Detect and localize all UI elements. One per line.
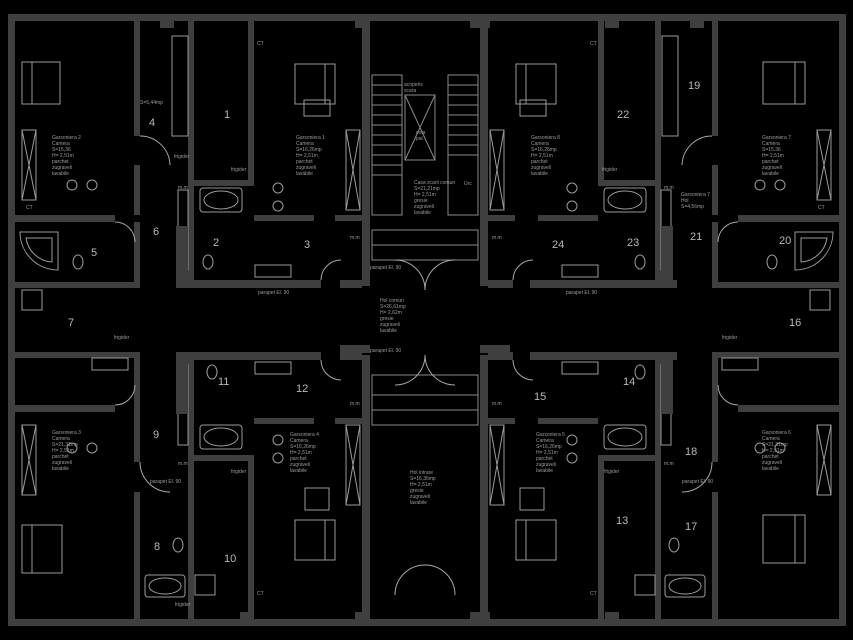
urc-tag: Urc [464,181,472,187]
room-number-22: 22 [617,109,630,121]
room-number-13: 13 [616,515,629,527]
room-number-12: 12 [296,383,309,395]
room-number-14: 14 [623,376,636,388]
room-number-23: 23 [627,237,640,249]
parapet-tag: parapet El. 90 [682,479,714,485]
frigider-tag: frigider [231,469,247,475]
core-walls [340,21,510,620]
parapet-tag: parapet El. 90 [566,290,598,296]
room-number-2: 2 [213,237,220,249]
room-number-5: 5 [91,247,98,259]
note-garsoniera-6: Garsoniera 6 Camera S=21,31mp H= 2,51m p… [762,430,791,472]
mm-tag: m.m [178,185,188,191]
note-casa-scarii: Casa scarii comun S=21,21mp H= 2,51m gre… [414,180,456,216]
parapet-tag: parapet El. 90 [150,479,182,485]
mm-tag: m.m [350,235,360,241]
note-garsoniera-2: Garsoniera 2 Camera S=15,36 H= 2,51m par… [52,135,81,177]
ct-tag: CT [257,41,264,47]
room-number-20: 20 [779,235,792,247]
frigider-tag: frigider [602,167,618,173]
note-garsoniera-7: Garsoniera 7 Camera S=15,36 H= 2,51m par… [762,135,791,177]
ct-tag: CT [818,205,825,211]
frigider-tag: frigider [174,154,190,160]
room-number-15: 15 [534,391,547,403]
cabinets [21,35,832,596]
note-hol-4: S=5,44mp [140,100,163,106]
room-number-6: 6 [153,226,160,238]
ct-tag: CT [26,205,33,211]
note-garsoniera-4: Garsoniera 4 Camera S=16,26mp H= 2,51m p… [290,432,319,474]
room-number-10: 10 [224,553,237,565]
parapet-tag: parapet El. 90 [370,265,402,271]
mm-tag: m.m [664,185,674,191]
bathtubs [19,187,834,598]
note-garsoniera-5: Garsoniera 5 Camera S=16,26mp H= 2,51m p… [536,432,565,474]
room-number-21: 21 [690,231,703,243]
parapet-tag: parapet El. 90 [370,348,402,354]
room-number-16: 16 [789,317,802,329]
room-number-17: 17 [685,521,698,533]
room-number-1: 1 [224,109,231,121]
mm-tag: m.m [492,235,502,241]
ct-tag: CT [590,41,597,47]
note-garsoniera-3: Garsoniera 3 Camera S=21,31mp H= 2,51m p… [52,430,81,472]
sanitary-fixtures [66,179,786,553]
room-number-19: 19 [688,80,701,92]
mm-tag: m.m [350,401,360,407]
room-number-4: 4 [149,117,156,129]
room-number-18: 18 [685,446,698,458]
frigider-tag: frigider [722,335,738,341]
note-hol-comun: Hol comun S=26,61mp H= 2,62m gresie zugr… [380,298,406,334]
note-hol-intrare: Hol intrare S=16,36mp H= 2,51m gresie zu… [410,470,436,506]
room-number-3: 3 [304,239,311,251]
interior-walls-upper [15,21,839,288]
note-hol-7: Garsoniera 7 Hol S=4,56mp [681,192,710,210]
stair-flights [371,74,479,426]
frigider-tag: frigider [114,335,130,341]
interior-walls-lower [15,352,839,620]
note-garsoniera-1: Garsoniera 1 Camera S=16,26mp H= 2,51m p… [296,135,325,177]
exterior-walls [8,14,846,626]
frigider-tag: frigider [231,167,247,173]
entrance-doors [114,135,739,596]
note-garsoniera-8: Garsoniera 8 Camera S=16,26mp H= 2,51m p… [531,135,560,177]
room-number-9: 9 [153,429,160,441]
mm-tag: m.m [664,461,674,467]
room-number-11: 11 [218,376,230,388]
frigider-tag: frigider [604,469,620,475]
ct-tag: CT [590,591,597,597]
room-number-8: 8 [154,541,161,553]
beds [21,61,806,574]
parapet-tag: parapet El. 90 [258,290,290,296]
room-number-24: 24 [552,239,565,251]
mm-tag: m.m [178,461,188,467]
note-stair-mid: cota pal [416,130,426,142]
frigider-tag: frigider [175,602,191,608]
mm-tag: m.m [492,401,502,407]
note-stair-top: acoperis scara [404,82,423,94]
room-number-7: 7 [68,317,75,329]
ct-tag: CT [257,591,264,597]
pilasters [176,226,673,414]
